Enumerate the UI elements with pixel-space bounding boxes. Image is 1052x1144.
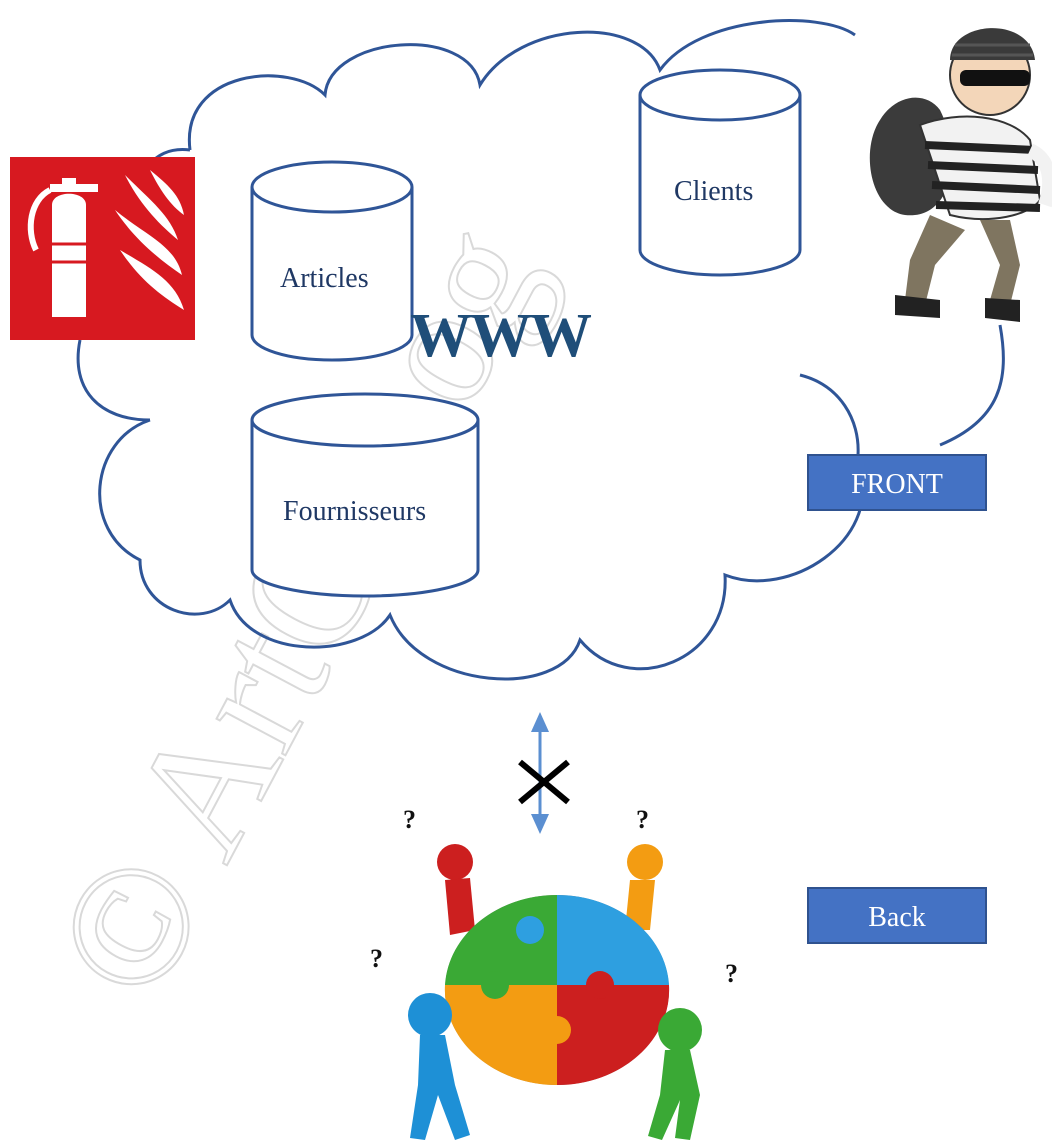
thief-icon	[869, 28, 1052, 322]
database-fournisseurs-label: Fournisseurs	[283, 496, 426, 527]
back-button-label: Back	[868, 902, 926, 933]
question-mark: ?	[636, 805, 649, 834]
database-articles-label: Articles	[280, 263, 369, 294]
database-clients-label: Clients	[674, 176, 753, 207]
question-mark: ?	[725, 959, 738, 988]
front-button: FRONT	[807, 454, 987, 511]
database-fournisseurs	[250, 392, 480, 598]
question-mark: ?	[370, 944, 383, 973]
cross-icon	[518, 759, 570, 805]
back-button: Back	[807, 887, 987, 944]
database-clients	[638, 68, 802, 277]
question-mark: ?	[403, 805, 416, 834]
puzzle-team-icon	[408, 844, 702, 1140]
database-articles	[250, 160, 414, 362]
www-label: WWW	[410, 302, 592, 370]
fire-extinguisher-sign-icon	[10, 157, 195, 340]
blocked-connection-arrow	[518, 712, 570, 834]
front-button-label: FRONT	[851, 469, 943, 500]
